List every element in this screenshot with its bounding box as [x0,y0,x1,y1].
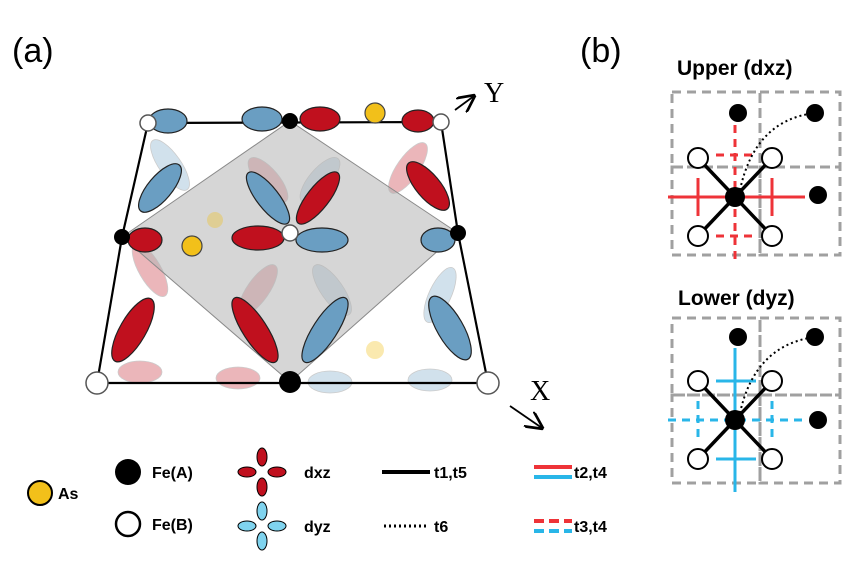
lower-dyz-diagram [668,316,842,492]
x-axis-arrow [509,405,542,428]
fe-a-atom [279,371,301,393]
panel-b-label: (b) [580,32,622,70]
dyz-legend-icon [237,501,287,551]
fe-b-atom [85,371,109,395]
fe-a-atom [282,113,298,129]
y-axis-label: Y [484,78,504,109]
fe-b-atom [476,371,500,395]
as-atom [364,102,386,124]
fe-a-atom [114,229,130,245]
as-atom-faded [207,212,223,228]
fe-a-atom [450,225,466,241]
dxz-legend-icon [237,447,287,497]
dyz-legend-label: dyz [304,519,331,536]
x-axis-label: X [530,376,550,407]
dxz-legend-label: dxz [304,465,331,482]
lower-title: Lower (dyz) [678,287,795,310]
as-atom [181,235,203,257]
y-axis-arrow [454,96,474,110]
t6-legend-label: t6 [434,519,448,536]
fe-b-atom [281,224,299,242]
as-legend-icon [27,480,53,506]
t2-t4-legend-label: t2,t4 [574,465,607,482]
legend: As Fe(A) Fe(B) dxz dyz t1,t5 t6 [27,447,607,551]
t1-t5-legend-label: t1,t5 [434,465,467,482]
fe-b-legend-icon [114,510,142,538]
fe-b-atom [432,113,450,131]
as-legend-label: As [58,486,79,503]
fe-b-atom [139,114,157,132]
fe-a-legend-label: Fe(A) [152,465,193,482]
upper-title: Upper (dxz) [677,57,793,80]
upper-dxz-diagram [668,90,842,262]
fe-b-legend-label: Fe(B) [152,517,193,534]
panel-a-label: (a) [12,32,54,70]
fe-a-legend-icon [115,459,141,485]
as-atom-faded [366,341,384,359]
lattice-3d-view [85,102,500,395]
t3-t4-legend-label: t3,t4 [574,519,607,536]
